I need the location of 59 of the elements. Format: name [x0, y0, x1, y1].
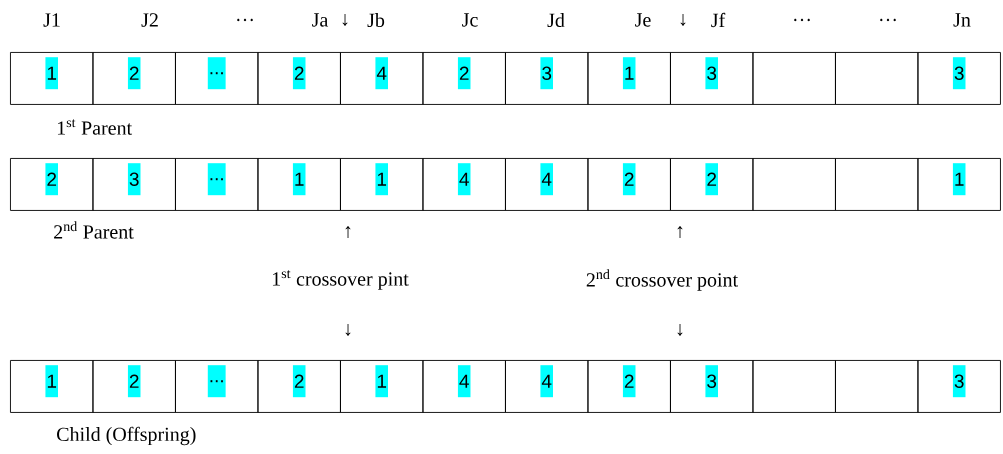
column-label: J1	[43, 13, 60, 27]
number-cell: 3	[92, 158, 176, 211]
number-cell: 2	[92, 360, 176, 413]
column-label: Jf	[711, 12, 726, 28]
number-cell: 4	[422, 158, 506, 211]
number-cell: 1	[587, 52, 671, 105]
number-cell: 1	[340, 360, 424, 413]
number-cell: ...	[175, 52, 259, 105]
column-label: …	[237, 18, 253, 22]
number-cell: 2	[92, 52, 176, 105]
number-cell: 2	[10, 158, 94, 211]
direction-arrow: ↓	[680, 14, 686, 26]
empty-cell	[835, 360, 919, 413]
number-cell: 1	[340, 158, 424, 211]
number-cell: 1	[10, 52, 94, 105]
number-cell: 3	[670, 52, 754, 105]
empty-cell	[752, 52, 836, 105]
empty-cell	[835, 52, 919, 105]
column-label: …	[794, 18, 810, 22]
number-cell: 4	[505, 158, 589, 211]
number-cell: 3	[505, 52, 589, 105]
column-label: Jb	[367, 12, 385, 27]
number-cell: 2	[587, 158, 671, 211]
direction-arrow: ↓	[345, 324, 351, 336]
number-cell: ...	[175, 360, 259, 413]
row-label: 1$^{st}$ Parent	[57, 119, 133, 135]
crossover-label: 1$^{st}$ crossover pint	[272, 270, 409, 290]
number-cell: 2	[587, 360, 671, 413]
row-label: 2$^{nd}$ Parent	[54, 221, 134, 239]
row-label: Child (Offspring)	[57, 426, 196, 446]
direction-arrow: ↓	[342, 14, 348, 26]
empty-cell	[835, 158, 919, 211]
direction-arrow: ↓	[677, 324, 683, 336]
column-label: Jn	[953, 13, 971, 27]
number-cell: 4	[505, 360, 589, 413]
number-cell: 3	[917, 52, 1001, 105]
column-label: Je	[635, 13, 651, 27]
number-cell: 4	[340, 52, 424, 105]
number-cell: 1	[10, 360, 94, 413]
column-label: Jd	[547, 12, 565, 27]
number-cell: 3	[917, 360, 1001, 413]
column-label: Jc	[462, 13, 478, 27]
number-cell: 3	[670, 360, 754, 413]
number-cell: 2	[257, 360, 341, 413]
direction-arrow: ↑	[345, 226, 351, 238]
direction-arrow: ↑	[677, 226, 683, 238]
column-label: …	[880, 18, 896, 22]
number-cell: 4	[422, 360, 506, 413]
column-label: Ja	[312, 13, 329, 27]
number-cell: 1	[257, 158, 341, 211]
number-cell: 2	[670, 158, 754, 211]
number-cell: 2	[422, 52, 506, 105]
empty-cell	[752, 158, 836, 211]
number-cell: ...	[175, 158, 259, 211]
crossover-label: 2$^{nd}$ crossover point	[586, 269, 738, 291]
number-cell: 1	[917, 158, 1001, 211]
column-label: J2	[141, 13, 158, 27]
empty-cell	[752, 360, 836, 413]
number-cell: 2	[257, 52, 341, 105]
